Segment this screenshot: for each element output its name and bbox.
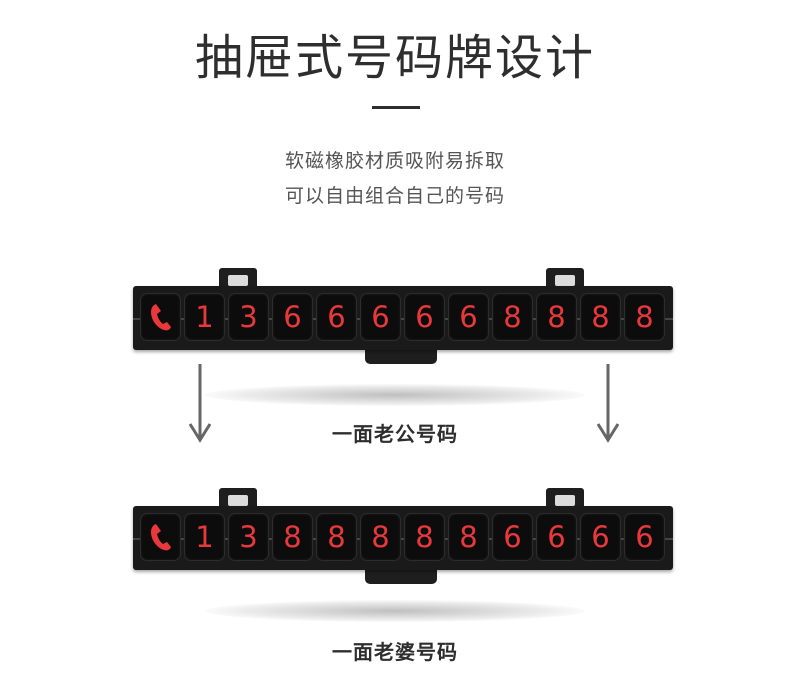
arrow-down-icon	[188, 364, 212, 443]
digit-tile: 1	[184, 513, 225, 561]
digit-tile: 3	[228, 513, 269, 561]
number-plate-husband: 1 3 6 6 6 6 6 8 8 8 8	[133, 268, 675, 368]
digit-tile: 8	[580, 293, 621, 341]
digit-tile: 8	[536, 293, 577, 341]
page-title: 抽屉式号码牌设计	[194, 30, 595, 86]
digit-tile: 6	[580, 513, 621, 561]
drawer-pull-tab	[365, 567, 437, 584]
digit-tile: 6	[404, 293, 445, 341]
digit-tiles: 1 3 8 8 8 8 8 6 6 6 6	[140, 513, 670, 563]
title-divider	[372, 106, 420, 109]
digit-tile: 6	[272, 293, 313, 341]
digit-tile: 8	[404, 513, 445, 561]
phone-icon	[140, 293, 181, 341]
digit-tile: 8	[360, 513, 401, 561]
subtitle-line-2: 可以自由组合自己的号码	[284, 185, 505, 207]
arrow-down-icon	[596, 364, 620, 443]
subtitle-line-1: 软磁橡胶材质吸附易拆取	[284, 150, 505, 172]
digit-tile: 6	[492, 513, 533, 561]
digit-tile: 8	[316, 513, 357, 561]
digit-tile: 6	[536, 513, 577, 561]
digit-tile: 8	[448, 513, 489, 561]
caption-wife: 一面老婆号码	[332, 640, 458, 664]
phone-icon	[140, 513, 181, 561]
digit-tile: 8	[492, 293, 533, 341]
digit-tile: 6	[448, 293, 489, 341]
digit-tile: 1	[184, 293, 225, 341]
caption-husband: 一面老公号码	[332, 422, 458, 446]
digit-tile: 6	[360, 293, 401, 341]
digit-tile: 6	[624, 513, 665, 561]
plate-shadow	[205, 600, 585, 622]
digit-tile: 8	[272, 513, 313, 561]
digit-tile: 3	[228, 293, 269, 341]
drawer-pull-tab	[365, 347, 437, 364]
digit-tile: 8	[624, 293, 665, 341]
number-plate-wife: 1 3 8 8 8 8 8 6 6 6 6	[133, 488, 675, 588]
digit-tile: 6	[316, 293, 357, 341]
digit-tiles: 1 3 6 6 6 6 6 8 8 8 8	[140, 293, 670, 343]
plate-shadow	[205, 384, 585, 406]
